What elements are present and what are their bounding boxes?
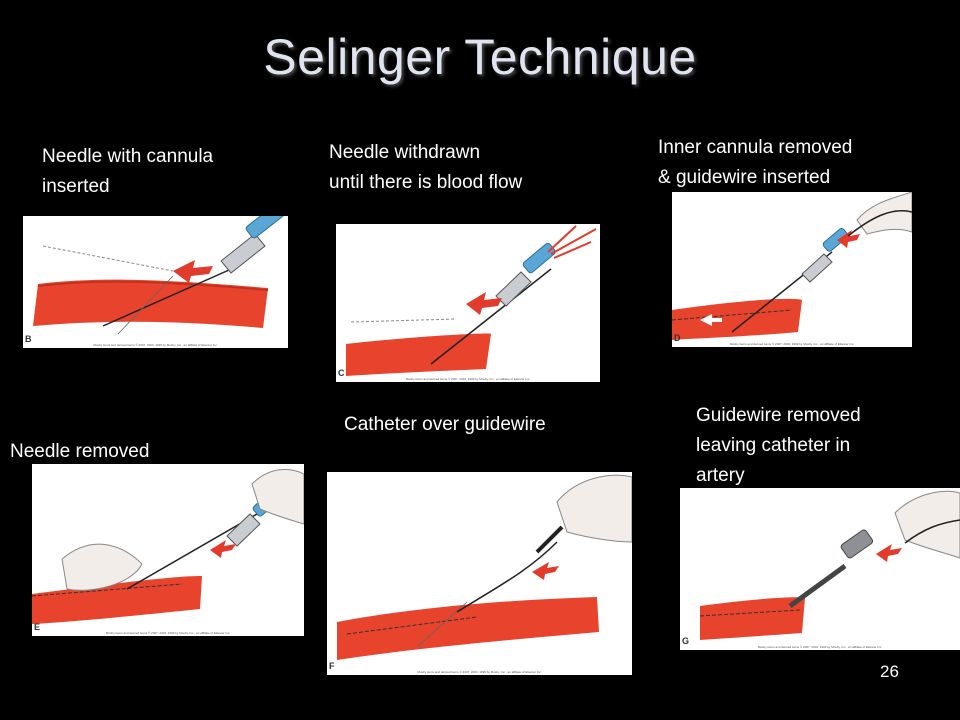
catheter-over-guidewire-drawing (337, 474, 632, 660)
step-caption-guidewire-removed: Guidewire removed leaving catheter in ar… (696, 405, 861, 486)
step-illustration-catheter-over-guidewire: F Mosby items and derived items © 2007, … (327, 472, 632, 675)
image-credit: Mosby items and derived items © 2007, 20… (105, 631, 231, 635)
step-illustration-guidewire-removed: G Mosby items and derived items © 2007, … (680, 488, 960, 650)
step-caption-needle-withdrawn: Needle withdrawn until there is blood fl… (329, 142, 523, 193)
guidewire-inserted-drawing (672, 192, 912, 340)
panel-letter: C (338, 368, 345, 378)
panel-letter: B (25, 334, 32, 344)
panel-letter: E (34, 622, 41, 632)
needle-insertion-drawing (33, 216, 288, 335)
image-credit: Mosby items and derived items © 2007, 20… (417, 670, 542, 674)
image-credit: Mosby items and derived items © 2007, 20… (757, 645, 883, 649)
page-number: 26 (880, 662, 899, 681)
step-illustration-needle-withdrawn: C Mosby items and derived items © 2007, … (336, 224, 600, 382)
step-illustration-guidewire-inserted: D Mosby items and derived items © 2007, … (672, 192, 912, 347)
step-caption-needle-removed: Needle removed (10, 441, 150, 462)
step-caption-guidewire-inserted: Inner cannula removed & guidewire insert… (658, 137, 853, 188)
step-illustration-needle-inserted: B Mosby items and derived items © 2007, … (23, 216, 288, 348)
step-illustration-needle-removed: E Mosby items and derived items © 2007, … (32, 464, 304, 636)
image-credit: Mosby items and derived items © 2007, 20… (93, 343, 218, 347)
guidewire-removed-drawing (699, 490, 960, 640)
panel-letter: F (329, 661, 335, 671)
needle-withdrawn-drawing (346, 225, 597, 376)
slide-title: Selinger Technique (263, 29, 697, 85)
needle-removed-drawing (32, 469, 304, 624)
panel-letter: D (674, 333, 681, 343)
step-caption-catheter-over-guidewire: Catheter over guidewire (344, 414, 546, 435)
image-credit: Mosby items and derived items © 2007, 20… (729, 342, 855, 346)
image-credit: Mosby items and derived items © 2007, 20… (405, 377, 531, 381)
step-caption-needle-inserted: Needle with cannula inserted (42, 146, 214, 197)
panel-letter: G (682, 636, 690, 646)
